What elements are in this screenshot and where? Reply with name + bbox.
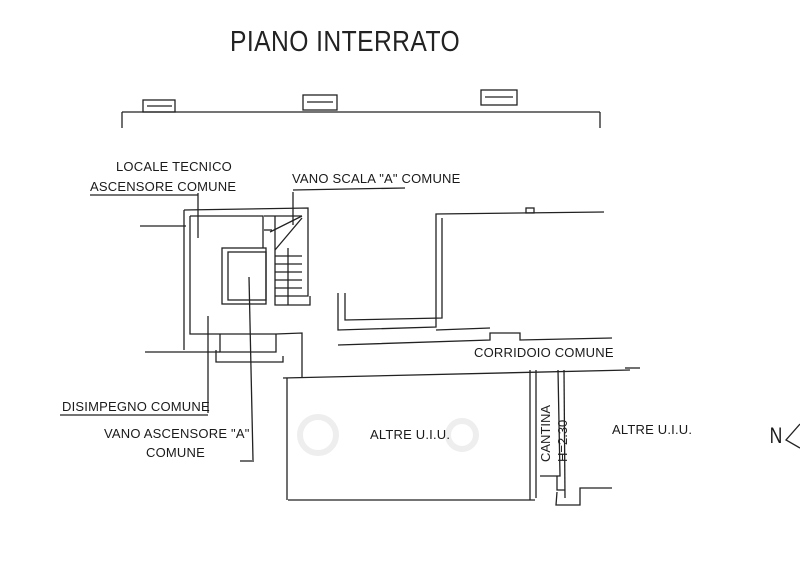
upper-wall <box>121 89 601 128</box>
label-cantina: CANTINA <box>538 404 553 462</box>
label-altre-uiu-right: ALTRE U.I.U. <box>612 422 693 437</box>
label-disimpegno: DISIMPEGNO COMUNE <box>62 399 210 414</box>
core-walls <box>60 187 406 462</box>
watermark-logo <box>297 414 479 456</box>
label-vano-scala: VANO SCALA "A" COMUNE <box>292 171 461 186</box>
lower-walls <box>282 367 640 506</box>
label-locale-tecnico: LOCALE TECNICO <box>116 159 232 174</box>
right-block-walls <box>337 207 613 346</box>
label-ascensore-comune: ASCENSORE COMUNE <box>90 179 237 194</box>
stair-steps <box>275 248 302 305</box>
page-title: PIANO INTERRATO <box>230 26 461 58</box>
north-arrow-icon <box>784 423 800 449</box>
north-label: N <box>769 423 783 448</box>
label-corridoio: CORRIDOIO COMUNE <box>474 345 614 360</box>
label-vano-ascensore-comune: COMUNE <box>146 445 205 460</box>
label-altre-uiu-left: ALTRE U.I.U. <box>370 427 451 442</box>
label-vano-ascensore: VANO ASCENSORE "A" <box>104 426 250 441</box>
label-cantina-height: H=2.30 <box>555 419 570 462</box>
